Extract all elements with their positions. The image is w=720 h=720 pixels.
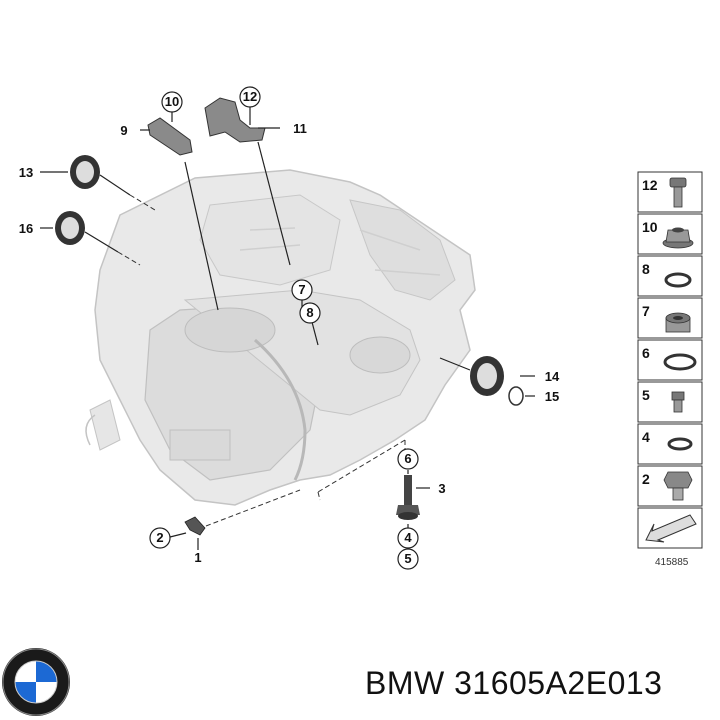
legend-row-5: 5 [637, 381, 703, 423]
sealing-ring-icon [667, 437, 693, 451]
svg-text:2: 2 [642, 471, 650, 487]
callout-10: 10 [161, 91, 183, 113]
svg-text:12: 12 [243, 89, 257, 104]
svg-text:2: 2 [156, 530, 163, 545]
callout-13: 13 [19, 165, 33, 180]
callout-8: 8 [299, 302, 321, 324]
svg-text:16: 16 [19, 221, 33, 236]
svg-text:5: 5 [642, 387, 650, 403]
o-ring-icon [664, 272, 692, 288]
legend-row-6: 6 [637, 339, 703, 381]
dashed-leaders [117, 194, 406, 527]
shaft-seal-13 [70, 155, 100, 189]
legend-row-7: 7 [637, 297, 703, 339]
legend-row-8: 8 [637, 255, 703, 297]
callout-15: 15 [545, 389, 559, 404]
callout-9: 9 [120, 123, 127, 138]
transmission-housing [85, 169, 476, 506]
callout-7: 7 [291, 279, 313, 301]
svg-text:9: 9 [120, 123, 127, 138]
svg-text:5: 5 [404, 551, 411, 566]
svg-text:14: 14 [545, 369, 560, 384]
legend-row-4: 4 [637, 423, 703, 465]
part-number-caption: BMW 31605A2E013 [365, 665, 663, 701]
bracket-part-9 [147, 117, 193, 156]
legend-row-2: 2 [637, 465, 703, 507]
small-plug-icon [671, 391, 685, 413]
svg-text:10: 10 [642, 219, 658, 235]
hex-bolt-icon [663, 471, 693, 501]
callout-4: 4 [397, 527, 419, 549]
svg-text:11: 11 [293, 121, 307, 136]
svg-text:15: 15 [545, 389, 559, 404]
bmw-logo [2, 648, 70, 716]
svg-text:4: 4 [404, 530, 412, 545]
shaft-seal-14 [470, 356, 504, 396]
legend-row-12: 12 [637, 171, 703, 213]
svg-text:10: 10 [165, 94, 179, 109]
callout-12: 12 [239, 86, 261, 108]
callout-6: 6 [397, 448, 419, 470]
screw-plug-icon [665, 312, 691, 333]
callout-1: 1 [194, 550, 201, 565]
svg-text:8: 8 [642, 261, 650, 277]
svg-text:13: 13 [19, 165, 33, 180]
parts-legend: 12 10 8 7 [637, 171, 703, 568]
bolt-icon [669, 177, 687, 208]
direction-arrow-icon [637, 507, 703, 549]
o-ring-large-icon [663, 353, 697, 371]
svg-text:12: 12 [642, 177, 658, 193]
reference-code: 415885 [655, 557, 689, 568]
callout-2: 2 [149, 527, 171, 549]
callout-14: 14 [545, 369, 560, 384]
callout-11: 11 [293, 121, 307, 136]
svg-text:6: 6 [404, 451, 411, 466]
clip-part-1 [184, 516, 206, 536]
shaft-seal-16 [55, 211, 85, 245]
svg-text:1: 1 [194, 550, 201, 565]
legend-row-10: 10 [637, 213, 703, 255]
svg-text:7: 7 [642, 303, 650, 319]
svg-text:8: 8 [306, 305, 313, 320]
callout-5: 5 [397, 548, 419, 570]
svg-text:7: 7 [298, 282, 305, 297]
svg-text:6: 6 [642, 345, 650, 361]
o-ring-15 [508, 386, 524, 406]
flange-nut-icon [662, 227, 694, 249]
callout-16: 16 [19, 221, 33, 236]
svg-text:4: 4 [642, 429, 650, 445]
callout-3: 3 [438, 481, 445, 496]
svg-text:3: 3 [438, 481, 445, 496]
sensor-part-3 [396, 475, 420, 520]
